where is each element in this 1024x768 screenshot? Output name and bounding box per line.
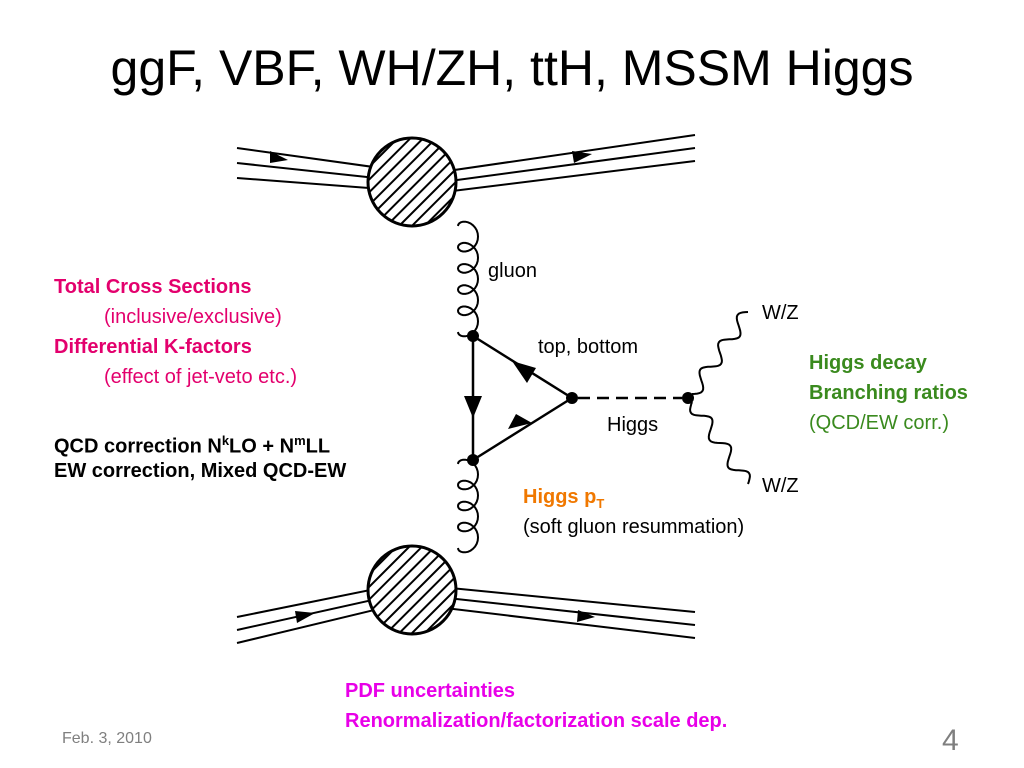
label-gluon: gluon <box>488 260 537 282</box>
vertex-upper <box>467 330 479 342</box>
label-wz-top: W/Z <box>762 302 799 324</box>
note-higgs-decay: Higgs decay <box>809 352 927 374</box>
note-pdf: PDF uncertainties <box>345 680 516 702</box>
note-branching-ratios: Branching ratios <box>809 382 968 404</box>
label-wz-bottom: W/Z <box>762 475 799 497</box>
note-differential-kfactors: Differential K-factors <box>54 336 252 358</box>
arrow-top-right <box>572 151 592 163</box>
note-total-cross-sections: Total Cross Sections <box>54 276 252 298</box>
note-ew-correction: EW correction, Mixed QCD-EW <box>54 460 347 482</box>
vertex-decay <box>682 392 694 404</box>
label-higgs: Higgs <box>607 414 659 436</box>
top-proton-lines <box>236 134 696 196</box>
slide-title: ggF, VBF, WH/ZH, ttH, MSSM Higgs <box>110 40 914 96</box>
loop-arrow-upper <box>512 361 536 383</box>
label-top-bottom: top, bottom <box>538 336 639 358</box>
gluon-top <box>456 220 480 338</box>
vertex-lower <box>467 454 479 466</box>
page-number: 4 <box>942 724 959 757</box>
note-jet-veto: (effect of jet-veto etc.) <box>104 366 298 388</box>
footer-date: Feb. 3, 2010 <box>62 730 152 747</box>
note-inclusive-exclusive: (inclusive/exclusive) <box>104 306 282 328</box>
note-soft-gluon: (soft gluon resummation) <box>523 516 745 538</box>
note-qcd-correction: QCD correction NkLO + NmLL <box>54 433 331 458</box>
gluon-bottom <box>456 458 480 554</box>
note-higgs-pt: Higgs pT <box>523 486 605 511</box>
note-qcd-ew-corr: (QCD/EW corr.) <box>809 412 949 434</box>
bottom-hatched-blob <box>366 544 458 636</box>
arrow-bottom-right <box>577 610 595 622</box>
vertex-higgs <box>566 392 578 404</box>
wz-boson-upper <box>691 311 749 395</box>
loop-arrow-lower <box>508 414 532 429</box>
top-hatched-blob <box>366 136 458 228</box>
arrow-bottom-left <box>295 611 315 623</box>
wz-boson-lower <box>689 401 751 485</box>
note-scale: Renormalization/factorization scale dep. <box>345 710 728 732</box>
arrow-top-left <box>270 151 288 163</box>
loop-arrow-left <box>464 396 482 418</box>
